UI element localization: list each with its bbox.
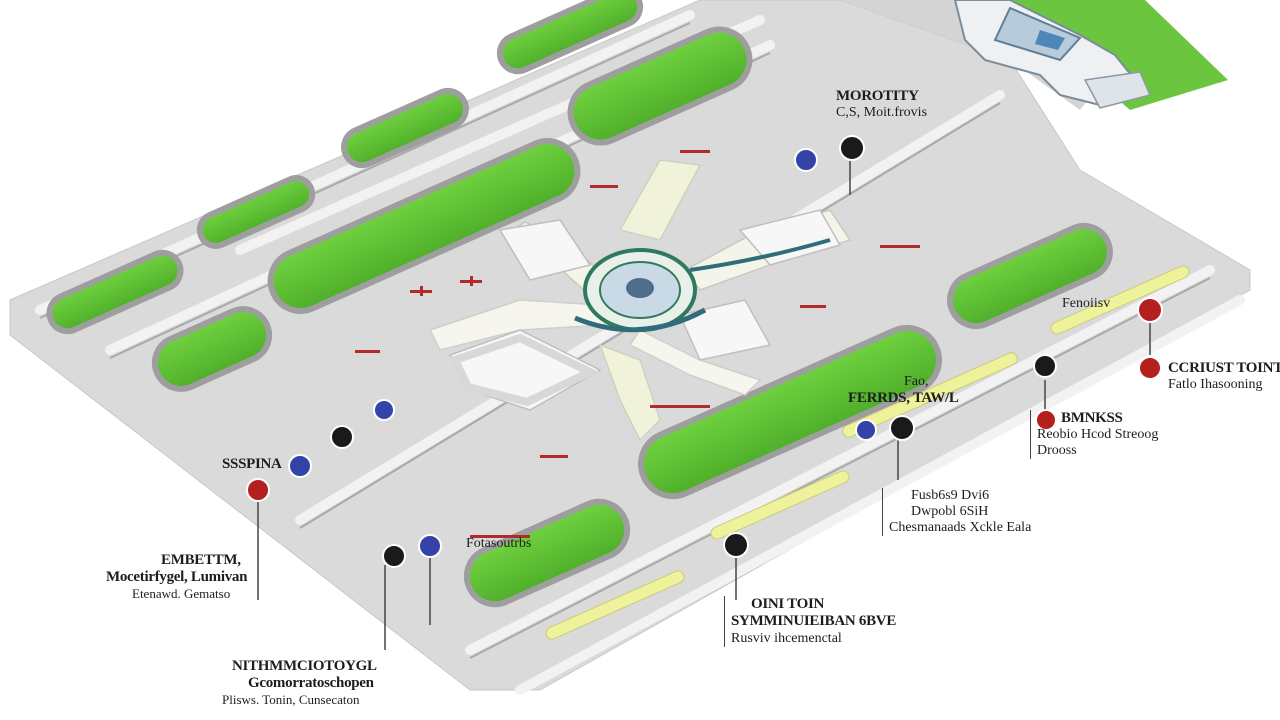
pin-black-left[interactable] xyxy=(330,425,354,449)
pin-black-top[interactable] xyxy=(839,135,865,161)
label-lower-center-small: Fotasoutrbs xyxy=(466,536,532,551)
map-pins[interactable] xyxy=(246,135,1163,568)
pin-black-lower[interactable] xyxy=(382,544,406,568)
pin-blue-left[interactable] xyxy=(288,454,312,478)
pin-red-far-right[interactable] xyxy=(1138,356,1162,380)
pin-black-right[interactable] xyxy=(1033,354,1057,378)
pin-blue-top[interactable] xyxy=(794,148,818,172)
label-left-mid: SSSPINA xyxy=(222,456,282,472)
label-right-column: Fusb6s9 Dvi6 Dwpobl 6SiH Chesmanaads Xck… xyxy=(882,488,1031,537)
leader-lines xyxy=(257,160,1151,650)
label-bottom-left: NITHMMCIOTOYGL Gcomorratoschopen Plisws.… xyxy=(222,658,377,707)
pin-red-left[interactable] xyxy=(246,478,270,502)
pin-blue-lower[interactable] xyxy=(418,534,442,558)
central-terminal xyxy=(428,159,852,442)
label-top: MOROTITY C,S, Moit.frovis xyxy=(836,88,928,121)
pin-blue-left-upper[interactable] xyxy=(373,399,395,421)
label-far-right-mid: BMNKSS Reobio Hcod Streoog Drooss xyxy=(1030,410,1158,460)
pin-black-center-right[interactable] xyxy=(889,415,915,441)
label-left-lower: EMBETTM, Mocetirfygel, Lumivan Etenawd. … xyxy=(106,552,248,601)
aircraft-markers xyxy=(355,150,920,538)
main-terminal xyxy=(953,0,1152,109)
pin-blue-center-right[interactable] xyxy=(855,419,877,441)
runway-markings xyxy=(545,265,1190,640)
label-far-right-top: CCRIUST TOINT Fatlo Ihasooning xyxy=(1168,360,1280,393)
pin-red-far-right-lower[interactable] xyxy=(1035,409,1057,431)
grass-islands xyxy=(46,0,1113,608)
pin-red-right[interactable] xyxy=(1137,297,1163,323)
pin-black-bottom-center[interactable] xyxy=(723,532,749,558)
label-bottom-center: OINI TOIN SYMMINUIEIBAN 6BVE Rusviv ihce… xyxy=(724,596,896,647)
label-far-right-small: Fenoiisv xyxy=(1062,296,1111,311)
label-center-right: Fao, FERRDS, TAW/L xyxy=(848,374,959,407)
